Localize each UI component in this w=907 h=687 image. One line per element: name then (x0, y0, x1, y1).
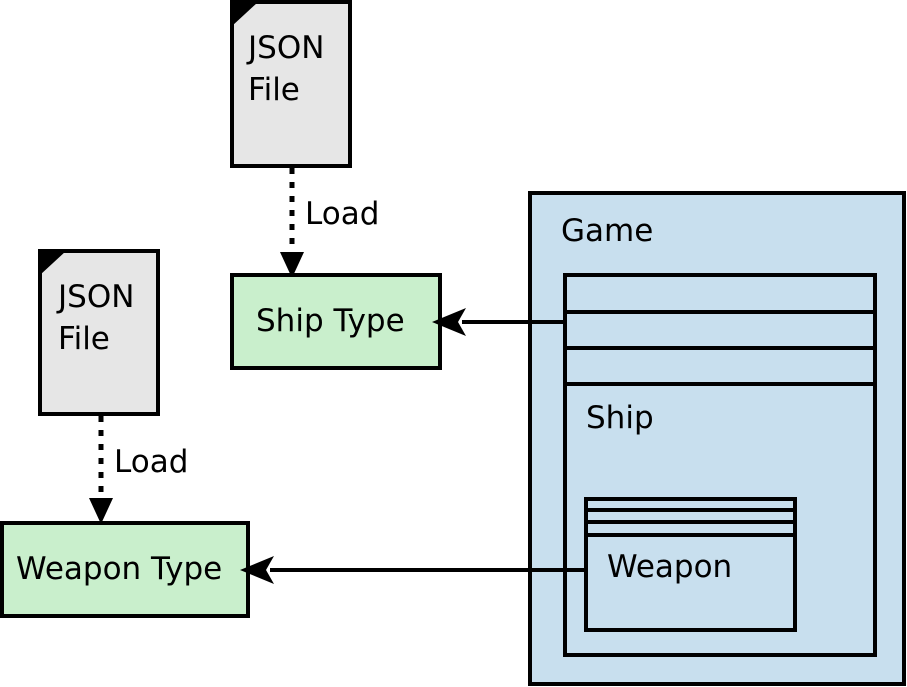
arrowhead-icon (240, 556, 274, 584)
json-file-label-line1: JSON (246, 30, 324, 66)
weapon-type: Weapon Type (0, 521, 250, 618)
weapon-type-label: Weapon Type (16, 551, 222, 587)
arrowhead-icon (89, 498, 113, 524)
ship-type-box (230, 273, 442, 370)
json-file-label-line2: File (248, 72, 300, 108)
document-fold-icon (232, 2, 258, 26)
reference-arrow-weapon (240, 556, 586, 584)
reference-arrow-ship (432, 308, 565, 336)
arrowhead-icon (432, 308, 466, 336)
load-label: Load (305, 196, 379, 232)
arrowhead-icon (280, 252, 304, 278)
ship-type-label: Ship Type (256, 303, 405, 339)
document-fold-icon (40, 251, 66, 275)
load-arrow-ship: Load (280, 168, 379, 278)
document-icon (230, 0, 352, 168)
load-arrow-weapon: Load (89, 416, 188, 524)
ship-label: Ship (586, 400, 654, 436)
document-icon (38, 249, 160, 416)
load-label: Load (114, 444, 188, 480)
weapon-object: Weapon (584, 497, 797, 632)
json-file-weapon: JSON File (38, 249, 160, 416)
game-label: Game (561, 213, 653, 249)
json-file-label-line2: File (58, 321, 110, 357)
json-file-ship: JSON File (230, 0, 352, 168)
weapon-label: Weapon (607, 549, 732, 585)
weapon-type-box (0, 521, 250, 618)
ship-type: Ship Type (230, 273, 442, 370)
json-file-label-line1: JSON (56, 279, 134, 315)
